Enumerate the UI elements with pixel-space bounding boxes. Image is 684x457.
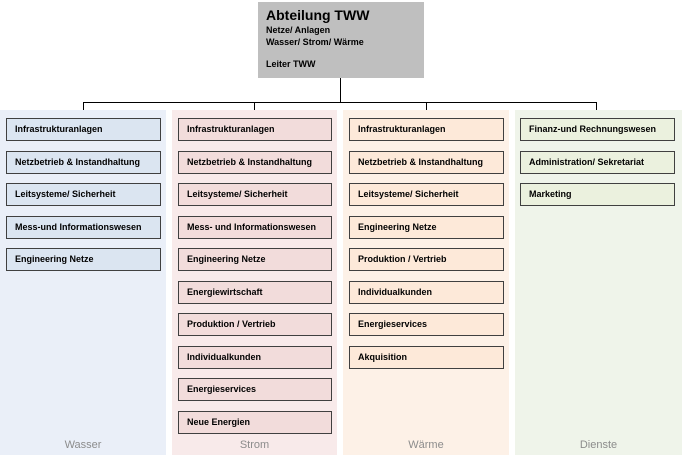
box-waerme-1: Infrastrukturanlagen — [349, 118, 504, 141]
box-strom-1: Infrastrukturanlagen — [178, 118, 332, 141]
column-label-strom: Strom — [239, 439, 270, 451]
box-wasser-2: Netzbetrieb & Instandhaltung — [6, 151, 161, 174]
box-waerme-4: Engineering Netze — [349, 216, 504, 239]
box-waerme-3: Leitsysteme/ Sicherheit — [349, 183, 504, 206]
column-label-dienste: Dienste — [579, 439, 618, 451]
box-wasser-1: Infrastrukturanlagen — [6, 118, 161, 141]
box-waerme-6: Individualkunden — [349, 281, 504, 304]
box-wasser-4: Mess-und Informationswesen — [6, 216, 161, 239]
box-wasser-5: Engineering Netze — [6, 248, 161, 271]
column-label-wasser: Wasser — [64, 439, 102, 451]
box-wasser-3: Leitsysteme/ Sicherheit — [6, 183, 161, 206]
box-dienste-1: Finanz-und Rechnungswesen — [520, 118, 675, 141]
department-subtitle-1: Netze/ Anlagen — [266, 25, 331, 35]
department-subtitle-2: Wasser/ Strom/ Wärme — [266, 37, 364, 47]
box-dienste-2: Administration/ Sekretariat — [520, 151, 675, 174]
department-leader: Leiter TWW — [266, 59, 316, 69]
box-strom-7: Produktion / Vertrieb — [178, 313, 332, 336]
box-strom-6: Energiewirtschaft — [178, 281, 332, 304]
box-strom-9: Energieservices — [178, 378, 332, 401]
column-label-waerme: Wärme — [408, 439, 444, 451]
box-waerme-2: Netzbetrieb & Instandhaltung — [349, 151, 504, 174]
box-strom-5: Engineering Netze — [178, 248, 332, 271]
box-waerme-7: Energieservices — [349, 313, 504, 336]
box-strom-8: Individualkunden — [178, 346, 332, 369]
box-dienste-3: Marketing — [520, 183, 675, 206]
box-strom-2: Netzbetrieb & Instandhaltung — [178, 151, 332, 174]
box-strom-4: Mess- und Informationswesen — [178, 216, 332, 239]
box-waerme-5: Produktion / Vertrieb — [349, 248, 504, 271]
connector-vertical-main — [340, 78, 341, 102]
connector-horizontal — [83, 102, 596, 103]
box-strom-10: Neue Energien — [178, 411, 332, 434]
box-waerme-8: Akquisition — [349, 346, 504, 369]
box-strom-3: Leitsysteme/ Sicherheit — [178, 183, 332, 206]
department-title: Abteilung TWW — [266, 7, 370, 23]
department-head-box: Abteilung TWW Netze/ Anlagen Wasser/ Str… — [258, 2, 424, 78]
